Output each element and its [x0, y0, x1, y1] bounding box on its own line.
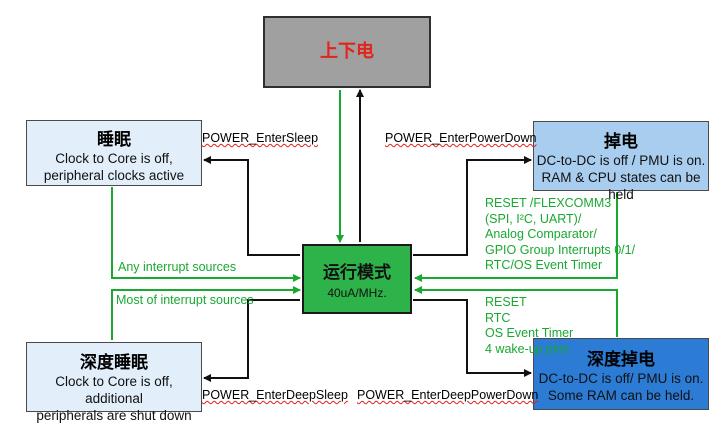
deep-power-down-desc-line2: Some RAM can be held.: [547, 388, 695, 403]
enter-power-down-label: POWER_EnterPowerDown: [385, 131, 537, 145]
power-on-off-node: 上下电: [263, 16, 431, 88]
power-title: 上下电: [320, 41, 374, 62]
enter-deep-power-down-label: POWER_EnterDeepPowerDown: [357, 388, 539, 402]
arrow-run-to-power-down: [413, 156, 532, 256]
deep-power-down-title: 深度掉电: [587, 350, 655, 370]
enter-sleep-label: POWER_EnterSleep: [202, 131, 319, 145]
pd-wake-line: Analog Comparator/: [485, 227, 597, 241]
any-interrupt-label: Any interrupt sources: [118, 260, 237, 274]
most-interrupt-label: Most of interrupt sources: [116, 293, 254, 307]
pd-wake-line: RTC/OS Event Timer: [485, 258, 603, 272]
run-title: 运行模式: [323, 263, 391, 283]
arrow-power-down-to-run: [414, 192, 618, 282]
pd-wake-line: GPIO Group Interrupts 0/1/: [485, 242, 636, 257]
deep-sleep-desc-line2: peripherals are shut down: [36, 408, 192, 423]
dpd-wake-line: RESET: [485, 295, 527, 309]
arrow-run-to-deep-sleep: [203, 299, 300, 382]
power-down-node: 掉电 DC-to-DC is off / PMU is on. RAM & CP…: [533, 121, 709, 202]
deep-power-down-wake-sources: RESET RTC OS Event Timer 4 wake-up pins: [485, 295, 573, 357]
deep-sleep-desc-line1: Clock to Core is off, additional: [55, 374, 173, 406]
pd-wake-line: (SPI, I²C, UART)/: [485, 211, 582, 226]
sleep-desc-line1: Clock to Core is off,: [55, 151, 173, 166]
arrow-sleep-to-run: [111, 187, 301, 282]
pd-wake-line: RESET /FLEXCOMM3: [485, 196, 612, 210]
sleep-title: 睡眠: [97, 130, 131, 150]
deep-sleep-node: 深度睡眠 Clock to Core is off, additional pe…: [26, 342, 202, 423]
power-down-desc-line2: RAM & CPU states can be held: [541, 170, 701, 202]
deep-power-down-node: 深度掉电 DC-to-DC is off/ PMU is on. Some RA…: [533, 338, 709, 410]
power-down-title: 掉电: [604, 132, 638, 152]
run-mode-node: 运行模式 40uA/MHz.: [302, 244, 412, 314]
dpd-wake-line: OS Event Timer: [485, 326, 574, 340]
dpd-wake-line: RTC: [485, 310, 511, 325]
run-desc: 40uA/MHz.: [327, 286, 387, 300]
enter-deep-sleep-label: POWER_EnterDeepSleep: [202, 388, 348, 402]
deep-sleep-title: 深度睡眠: [80, 353, 148, 373]
power-down-wake-sources: RESET /FLEXCOMM3 (SPI, I²C, UART)/ Analo…: [485, 196, 635, 274]
arrow-deep-power-down-to-run: [414, 286, 618, 337]
arrow-run-to-sleep: [203, 156, 300, 256]
arrow-run-to-deep-power-down: [413, 299, 532, 377]
dpd-wake-line: 4 wake-up pins: [485, 341, 570, 356]
arrow-deep-sleep-to-run: [111, 286, 301, 340]
sleep-node: 睡眠 Clock to Core is off, peripheral cloc…: [26, 120, 202, 186]
sleep-desc-line2: peripheral clocks active: [43, 168, 185, 183]
power-down-desc-line1: DC-to-DC is off / PMU is on.: [536, 153, 706, 168]
deep-power-down-desc-line1: DC-to-DC is off/ PMU is on.: [538, 371, 704, 386]
